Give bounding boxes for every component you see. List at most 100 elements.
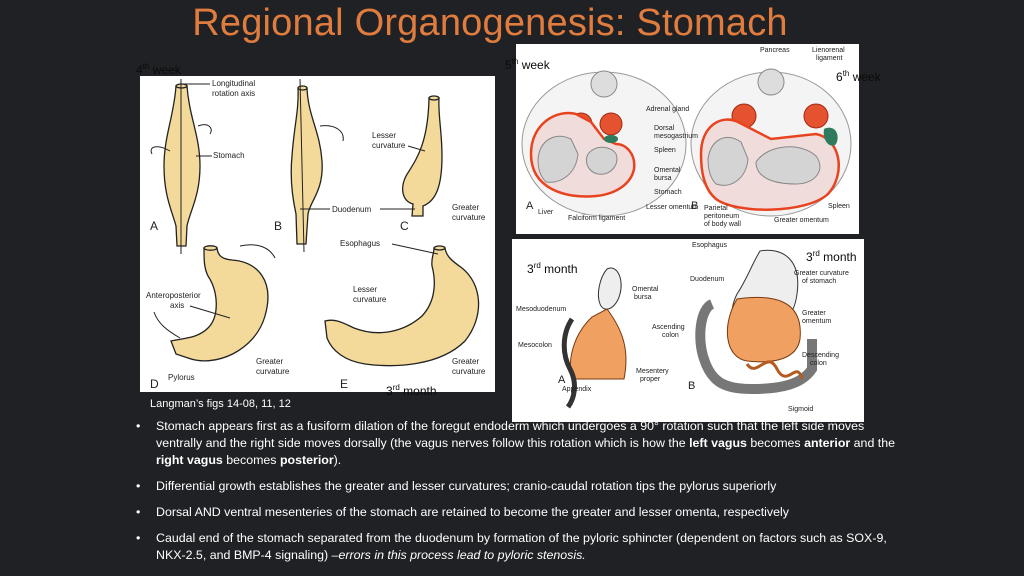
- letter-b: B: [274, 219, 282, 233]
- figure-stomach-rotation: Longitudinal rotation axis Stomach Lesse…: [140, 76, 495, 392]
- cs-label-liver: Liver: [538, 209, 554, 216]
- label-rotation-axis: rotation axis: [212, 89, 255, 98]
- mesentery-b-omentum: [726, 296, 801, 363]
- month-label-3rd-b: 3rd month: [806, 249, 857, 264]
- week-label-6th: 6th week: [836, 69, 881, 84]
- section-b-kidney-right: [803, 103, 829, 129]
- cs-label-dorsal-2: mesogastrium: [654, 133, 698, 140]
- month-label-c-num: 3: [386, 384, 393, 398]
- week-label-6th-sup: th: [842, 69, 850, 78]
- bullet-1-text-1: Stomach appears first as a fusiform dila…: [156, 419, 865, 450]
- cs-label-dorsal-1: Dorsal: [654, 125, 675, 132]
- ms-label-greater-curv-1: Greater curvature: [794, 270, 849, 277]
- week-label-6th-num: 6: [836, 70, 843, 84]
- label-greater-d-2: curvature: [256, 367, 290, 376]
- label-anteroposterior-1: Anteroposterior: [146, 291, 201, 300]
- cs-label-omental-2: bursa: [654, 175, 672, 182]
- cs-letter-a: A: [526, 200, 534, 212]
- bullet-1-bold-left-vagus: left vagus: [689, 436, 747, 450]
- bullet-item: • Dorsal AND ventral mesenteries of the …: [136, 504, 896, 521]
- bullet-marker: •: [136, 479, 141, 493]
- label-anteroposterior-2: axis: [170, 301, 184, 310]
- ms-label-mesentery-2: proper: [640, 376, 661, 383]
- label-greater-e-2: curvature: [452, 367, 486, 376]
- ms-label-sigmoid: Sigmoid: [788, 406, 813, 413]
- bullet-3-text: Dorsal AND ventral mesenteries of the st…: [156, 505, 789, 519]
- figure-caption: Langman’s figs 14-08, 11, 12: [150, 398, 291, 410]
- cs-label-omental-1: Omental: [654, 167, 681, 174]
- label-pylorus: Pylorus: [168, 373, 195, 382]
- pointer-lesser-c: [407, 145, 426, 152]
- axis-line-b: [299, 78, 305, 253]
- month-label-b-num: 3: [806, 250, 813, 264]
- month-label-a-num: 3: [527, 262, 534, 276]
- ms-letter-a: A: [558, 374, 566, 386]
- ms-label-greater-omentum-2: omentum: [802, 318, 831, 325]
- ms-label-descending-1: Descending: [802, 352, 839, 359]
- bullet-2-text: Differential growth establishes the grea…: [156, 479, 777, 493]
- label-lesser-c-1: Lesser: [372, 131, 396, 140]
- cs-label-spleen-b: Spleen: [828, 203, 850, 210]
- rotation-arrow-d: [239, 244, 276, 259]
- week-label-4th: 4th week: [136, 62, 181, 77]
- cs-label-lienorenal-2: ligament: [816, 55, 843, 62]
- ms-label-ascending-1: Ascending: [652, 324, 685, 331]
- month-label-3rd-a: 3rd month: [527, 261, 578, 276]
- bullet-1-text-4: becomes: [222, 453, 280, 467]
- label-greater-c-2: curvature: [452, 213, 486, 222]
- section-a-spine: [590, 70, 618, 98]
- section-b-spleen: [823, 127, 838, 146]
- stomach-e-shape: [324, 247, 480, 367]
- mesentery-a-gut: [561, 317, 577, 409]
- label-duodenum: Duodenum: [332, 205, 371, 214]
- ms-label-omental-2: bursa: [634, 294, 652, 301]
- week-label-5th-sup: th: [511, 57, 519, 66]
- rotation-arrow-b: [319, 125, 344, 142]
- cross-section-drawing: Pancreas Lienorenal ligament Adrenal gla…: [521, 47, 852, 228]
- ms-letter-b: B: [688, 380, 695, 392]
- bullet-1-text-2: becomes: [746, 436, 805, 450]
- month-label-3rd-c: 3rd month: [386, 383, 437, 398]
- label-stomach: Stomach: [213, 151, 245, 160]
- week-label-4th-num: 4: [136, 63, 143, 77]
- cs-letter-b: B: [691, 200, 698, 212]
- cs-label-greater-omentum: Greater omentum: [774, 217, 829, 224]
- bullet-item: • Caudal end of the stomach separated fr…: [136, 530, 896, 564]
- bullet-1-bold-posterior: posterior: [279, 453, 334, 467]
- letter-e: E: [340, 377, 348, 391]
- label-greater-c-1: Greater: [452, 203, 479, 212]
- ms-label-appendix: Appendix: [562, 386, 592, 393]
- section-a-spleen: [604, 135, 618, 143]
- stomach-d-shape: [170, 247, 269, 362]
- pointer-anteroposterior: [189, 305, 231, 319]
- week-label-5th: 5th week: [505, 57, 550, 72]
- rotation-arrow-a-right: [197, 124, 212, 135]
- section-a-liver: [537, 135, 579, 183]
- bullet-1-text-3: and the: [850, 436, 896, 450]
- stomach-e-top: [433, 245, 446, 251]
- figure-cross-sections: Pancreas Lienorenal ligament Adrenal gla…: [516, 44, 859, 234]
- cs-label-spleen: Spleen: [654, 147, 676, 154]
- ms-label-mesoduodenum: Mesoduodenum: [516, 306, 566, 313]
- month-label-c-sup: rd: [392, 383, 400, 392]
- rotation-arrow-d-left: [153, 311, 181, 339]
- letter-d: D: [150, 377, 159, 391]
- week-label-6th-rest: week: [849, 70, 881, 84]
- bullet-4-italic: –errors in this process lead to pyloric …: [331, 548, 586, 562]
- stomach-rotation-drawing: Longitudinal rotation axis Stomach Lesse…: [146, 78, 486, 391]
- cs-label-pancreas: Pancreas: [760, 47, 790, 54]
- week-label-4th-sup: th: [142, 62, 150, 71]
- section-b-stomach: [755, 146, 821, 185]
- mesentery-a-fan: [569, 308, 627, 380]
- cs-label-stomach: Stomach: [654, 189, 682, 196]
- figure-mesentery: Esophagus Greater curvature of stomach D…: [512, 239, 864, 422]
- bullet-marker: •: [136, 505, 141, 519]
- mesentery-b-colon: [695, 299, 817, 395]
- cs-label-lesser-omentum: Lesser omentum: [646, 204, 698, 211]
- ms-label-mesocolon: Mesocolon: [518, 342, 552, 349]
- bullet-item: • Differential growth establishes the gr…: [136, 478, 896, 495]
- bullet-1-bold-right-vagus: right vagus: [156, 453, 223, 467]
- ms-label-ascending-2: colon: [662, 332, 679, 339]
- label-greater-e-1: Greater: [452, 357, 479, 366]
- bullet-1-text-5: ).: [333, 453, 342, 467]
